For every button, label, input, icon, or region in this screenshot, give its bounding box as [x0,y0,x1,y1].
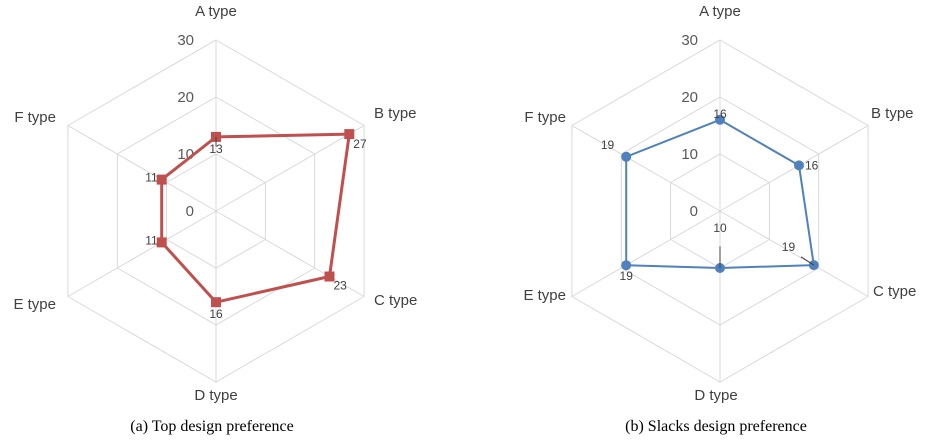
axis-spoke [571,210,721,297]
radial-tick-label: 20 [177,89,194,106]
category-label: F type [524,109,566,126]
category-label: C type [374,292,417,309]
data-point-marker [156,174,167,185]
data-label: 27 [353,137,367,151]
axis-spoke [215,125,365,212]
category-label: E type [523,287,566,304]
data-label: 13 [209,142,223,156]
data-label: 19 [782,240,796,254]
data-point-marker [324,271,335,282]
category-label: A type [699,3,741,20]
radial-tick-label: 30 [177,32,194,49]
category-label: A type [195,3,237,20]
data-point-marker [211,297,221,308]
axis-spoke [215,210,365,297]
category-label: F type [14,109,56,126]
data-label: 23 [334,279,348,293]
category-label: E type [13,296,56,313]
category-label: B type [374,105,417,122]
category-label: D type [194,387,237,404]
data-point-marker [621,260,632,271]
radial-tick-label: 10 [681,146,698,163]
data-label: 16 [209,307,223,321]
category-label: B type [871,105,914,122]
data-point-marker [156,237,167,248]
radial-tick-label: 30 [681,32,698,49]
category-label: C type [873,283,916,300]
data-point-marker [621,151,632,162]
axis-spoke [571,125,721,212]
data-label: 16 [805,158,819,172]
data-label: 10 [713,221,727,235]
radial-tick-label: 0 [186,203,194,220]
data-label: 16 [713,107,727,121]
data-label-leader [800,256,815,266]
data-label: 19 [620,269,634,283]
chart-caption: (b) Slacks design preference [625,418,807,435]
radial-tick-label: 20 [681,89,698,106]
category-label: D type [694,387,737,404]
radial-tick-label: 0 [690,203,698,220]
data-label: 11 [145,233,158,247]
data-point-marker [344,129,355,140]
axis-spoke [67,210,217,297]
axis-spoke [719,125,869,212]
radar-chart-b: 0 10 20 30A type B type C type D type E type F t… [523,3,916,435]
chart-caption: (a) Top design preference [130,418,293,435]
data-label: 19 [601,138,615,152]
data-point-marker [715,114,725,125]
axis-spoke [67,125,217,212]
axis-spoke [719,210,869,297]
data-label: 11 [145,171,158,185]
data-point-marker [794,160,804,171]
